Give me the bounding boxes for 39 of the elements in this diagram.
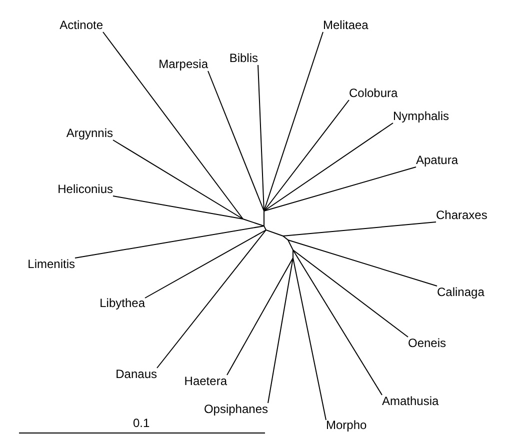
tree-branch — [226, 258, 294, 376]
tree-branch — [292, 250, 382, 396]
taxon-label: Heliconius — [58, 182, 113, 196]
tree-branch — [292, 258, 326, 420]
tree-branch — [264, 122, 394, 212]
taxon-label: Libythea — [100, 296, 145, 310]
taxon-label: Biblis — [229, 51, 258, 65]
tree-branch — [208, 70, 264, 212]
taxon-label: Apatura — [416, 153, 458, 167]
tree-branch — [144, 230, 266, 298]
tree-branch — [264, 100, 350, 212]
taxon-label: Actinote — [60, 18, 103, 32]
tree-branch — [268, 258, 294, 404]
tree-branch — [112, 196, 244, 220]
taxon-label: Charaxes — [436, 208, 488, 222]
tree-branch — [112, 140, 244, 220]
taxon-label: Calinaga — [437, 285, 484, 299]
tree-branch — [74, 226, 264, 258]
taxon-label: Haetera — [184, 374, 227, 388]
taxon-label: Limenitis — [28, 257, 75, 271]
tree-branch — [156, 230, 266, 368]
scale-label: 0.1 — [133, 416, 150, 430]
taxon-label: Morpho — [326, 418, 367, 432]
tree-branch — [264, 166, 416, 212]
taxon-label: Danaus — [116, 367, 157, 381]
taxon-label: Marpesia — [158, 57, 208, 71]
tree-branch — [102, 32, 244, 220]
tree-branch — [282, 222, 436, 236]
taxon-label: Argynnis — [66, 126, 113, 140]
taxon-label: Oeneis — [408, 336, 446, 350]
tree-branch — [258, 64, 264, 212]
tree-branch — [288, 240, 438, 286]
tree-branch — [264, 32, 324, 212]
taxon-label: Melitaea — [323, 18, 368, 32]
taxon-label: Colobura — [349, 86, 398, 100]
taxon-label: Nymphalis — [393, 109, 450, 123]
tree-branch — [292, 250, 408, 338]
taxon-label: Opsiphanes — [204, 402, 268, 416]
taxon-label: Amathusia — [382, 394, 439, 408]
